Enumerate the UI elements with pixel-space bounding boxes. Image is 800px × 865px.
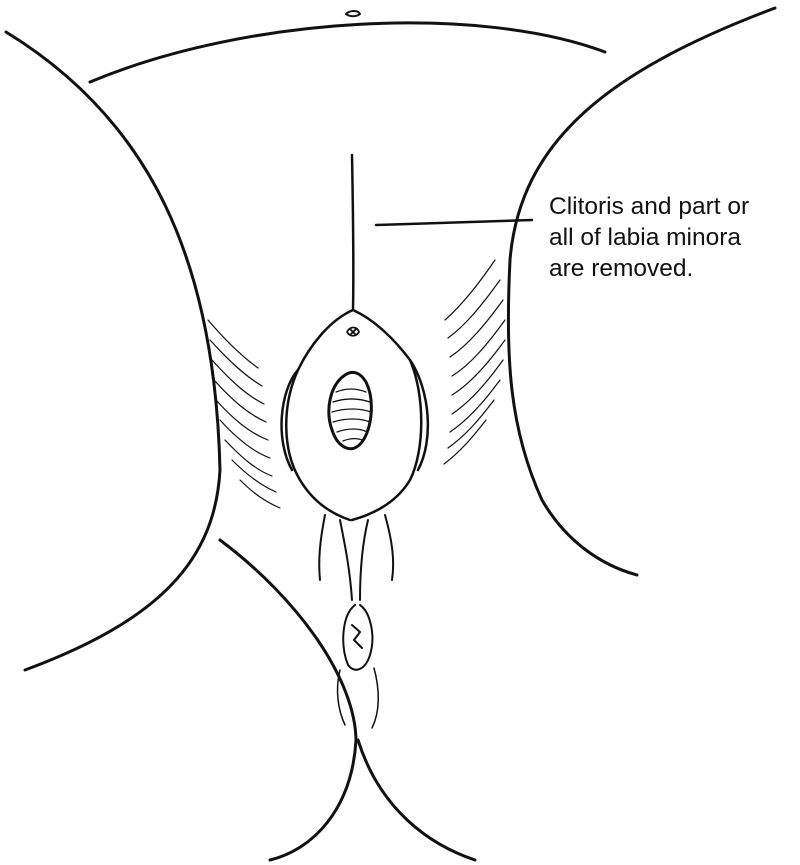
annotation-leader-line: [374, 218, 534, 227]
opening-shading: [331, 388, 372, 442]
annotation-line-3: are removed.: [549, 255, 694, 282]
left-thigh-contour: [4, 30, 222, 672]
right-buttock-contour: [356, 738, 477, 862]
navel-mark: [345, 10, 361, 18]
right-hatching: [443, 259, 506, 465]
body-contours: [4, 6, 777, 862]
lower-fold-lines: [336, 667, 379, 729]
left-buttock-contour: [218, 538, 358, 862]
annotation-label: Clitoris and part or all of labia minora…: [549, 191, 799, 284]
right-thigh-contour: [506, 6, 777, 577]
anus: [342, 604, 374, 671]
midline: [350, 153, 355, 312]
perineum-lines: [318, 514, 395, 601]
annotation-line-1: Clitoris and part or: [549, 193, 750, 220]
clitoral-scar-mark: [346, 326, 360, 337]
annotation-line-2: all of labia minora: [549, 224, 742, 251]
vaginal-opening: [327, 370, 373, 451]
outer-folds: [280, 308, 430, 522]
left-hatching: [207, 319, 281, 509]
abdomen-contour: [88, 21, 607, 84]
